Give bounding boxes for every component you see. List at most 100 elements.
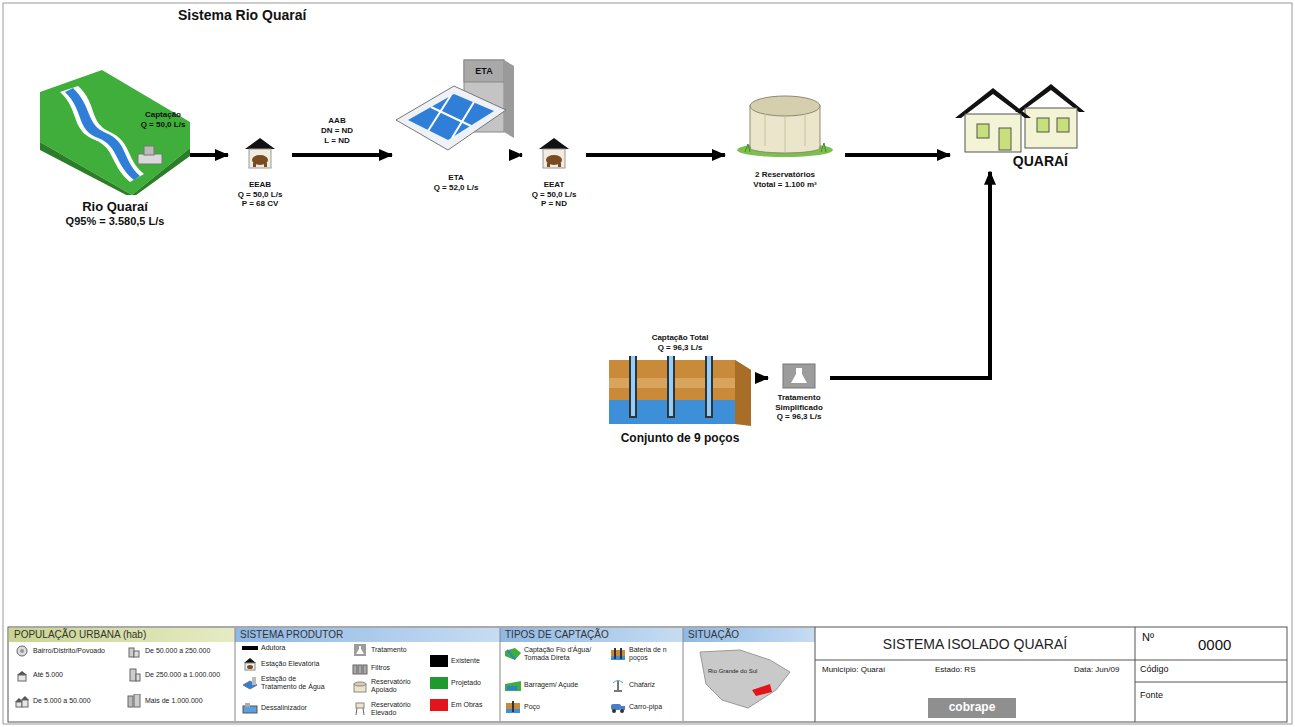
pump-icon: [538, 136, 570, 170]
legend-icon: [505, 700, 521, 714]
legend-icon: [610, 647, 626, 661]
legend-icon: [505, 678, 521, 692]
legend-item: Existente: [430, 655, 480, 667]
node-text: Tratamento Simplificado: [768, 393, 830, 412]
legend-icon: [14, 644, 30, 658]
legend-icon: [242, 676, 258, 690]
annotation-label: Estado: RS: [935, 665, 975, 674]
legend-item: Carro-pipa: [610, 700, 662, 714]
legend-icon: [610, 678, 626, 692]
legend-icon: [126, 644, 142, 658]
legend-item: Estação de Tratamento de Água: [242, 675, 331, 690]
legend-text: De 5.000 a 50.000: [33, 697, 91, 705]
legend-icon: [242, 641, 258, 655]
legend-item: De 250.000 a 1.000.000: [126, 668, 220, 682]
houses-icon: [953, 78, 1088, 153]
node-text: Rio Quaraí: [82, 199, 148, 215]
legend-icon: [126, 694, 142, 708]
node-text: Captação Total: [652, 333, 709, 343]
legend-text: Projetado: [451, 679, 481, 687]
legend-text: Existente: [451, 657, 480, 665]
node-text: Vtotal = 1.100 m³: [753, 180, 816, 190]
legend-icon: [352, 679, 368, 693]
legend-text: Em Obras: [451, 701, 483, 709]
system-node: Tratamento SimplificadoQ = 96,3 L/s: [768, 362, 830, 422]
res-icon: [735, 86, 835, 158]
legend-item: Projetado: [430, 677, 481, 689]
pipeline-connector: [292, 153, 392, 157]
annotation-label: cobrape: [928, 701, 1016, 715]
node-text: ETA: [448, 173, 463, 183]
system-node: Captação TotalQ = 96,3 L/sConjunto de 9 …: [605, 333, 755, 446]
wells-icon: [605, 352, 755, 427]
system-node: 2 ReservatóriosVtotal = 1.100 m³: [725, 86, 845, 189]
legend-text: Bateria de n poços: [629, 646, 674, 661]
pipeline-connector: [190, 153, 228, 157]
pump-icon: [244, 136, 276, 170]
legend-item: Bateria de n poços: [610, 646, 674, 661]
annotation-label: L = ND: [297, 136, 377, 145]
legend-text: Carro-pipa: [629, 703, 662, 711]
system-node: ETAETAQ = 52,0 L/s: [392, 58, 520, 192]
legend-text: Captação Fio d'Água/ Tomada Direta: [524, 646, 609, 661]
system-node: Rio QuaraíQ95% = 3.580,5 L/s: [40, 70, 190, 228]
legend-text: Dessalinizador: [261, 704, 307, 712]
legend-text: Mais de 1.000.000: [145, 697, 203, 705]
legend-text: Reservatório Elevado: [371, 701, 421, 716]
annotation-label: AAB: [297, 116, 377, 125]
legend-icon: [126, 668, 142, 682]
pipeline-connector: [830, 172, 990, 378]
legend-icon: [352, 661, 368, 675]
legend-item: Bairro/Distrito/Povoado: [14, 644, 105, 658]
legend-item: Tratamento: [352, 643, 407, 657]
annotation-label: SISTEMA ISOLADO QUARAÍ: [815, 636, 1135, 652]
legend-item: Estação Elevatória: [242, 657, 319, 671]
trat-icon: [781, 362, 817, 390]
legend-item: Poço: [505, 700, 540, 714]
annotation-label: Município: Quaraí: [822, 665, 885, 674]
legend-text: Poço: [524, 703, 540, 711]
legend-text: Adutora: [261, 644, 286, 652]
legend-item: Em Obras: [430, 699, 483, 711]
eta-icon: ETA: [392, 58, 520, 153]
legend-text: De 50.000 a 250.000: [145, 647, 210, 655]
legend-icon: [242, 701, 258, 715]
legend-item: Barragem/ Açude: [505, 678, 578, 692]
annotation-label: 0000: [1198, 636, 1231, 653]
annotation-label: Data: Jun/09: [1074, 665, 1119, 674]
legend-text: De 250.000 a 1.000.000: [145, 671, 220, 679]
annotation-label: SITUAÇÃO: [688, 629, 739, 641]
node-text: Q = 50,0 L/s: [532, 190, 577, 200]
legend-text: Reservatório Apoiado: [371, 678, 421, 693]
legend-swatch: [430, 699, 448, 711]
node-text: Q = 50,0 L/s: [238, 190, 283, 200]
node-text: Conjunto de 9 poços: [621, 431, 740, 445]
legend-text: Estação de Tratamento de Água: [261, 675, 331, 690]
pipeline-connector: [586, 153, 725, 157]
node-text: Q = 52,0 L/s: [434, 183, 479, 193]
legend-text: Bairro/Distrito/Povoado: [33, 647, 105, 655]
legend-item: De 5.000 a 50.000: [14, 694, 91, 708]
legend-item: Captação Fio d'Água/ Tomada Direta: [505, 646, 609, 661]
node-text: Q = 96,3 L/s: [777, 412, 822, 422]
pipeline-connector: [755, 376, 768, 380]
legend-text: Tratamento: [371, 646, 407, 654]
legend-item: De 50.000 a 250.000: [126, 644, 210, 658]
legend-text: Filtros: [371, 664, 390, 672]
annotation-label: Fonte: [1140, 690, 1163, 700]
annotation-label: Código: [1140, 664, 1169, 674]
legend-item: Até 5.000: [14, 668, 63, 682]
annotation-label: DN = ND: [297, 126, 377, 135]
legend-text: Estação Elevatória: [261, 660, 319, 668]
annotation-label: Captação: [123, 110, 203, 119]
system-node: EEATQ = 50,0 L/sP = ND: [522, 136, 586, 209]
node-text: Q = 96,3 L/s: [658, 343, 703, 353]
annotation-label: Nº: [1142, 631, 1154, 644]
pipeline-connector: [845, 153, 950, 157]
legend-icon: [610, 700, 626, 714]
node-text: EEAB: [249, 180, 271, 190]
legend-icon: [14, 694, 30, 708]
legend-item: Adutora: [242, 641, 286, 655]
annotation-label: SISTEMA PRODUTOR: [240, 629, 343, 641]
legend-item: Filtros: [352, 661, 390, 675]
